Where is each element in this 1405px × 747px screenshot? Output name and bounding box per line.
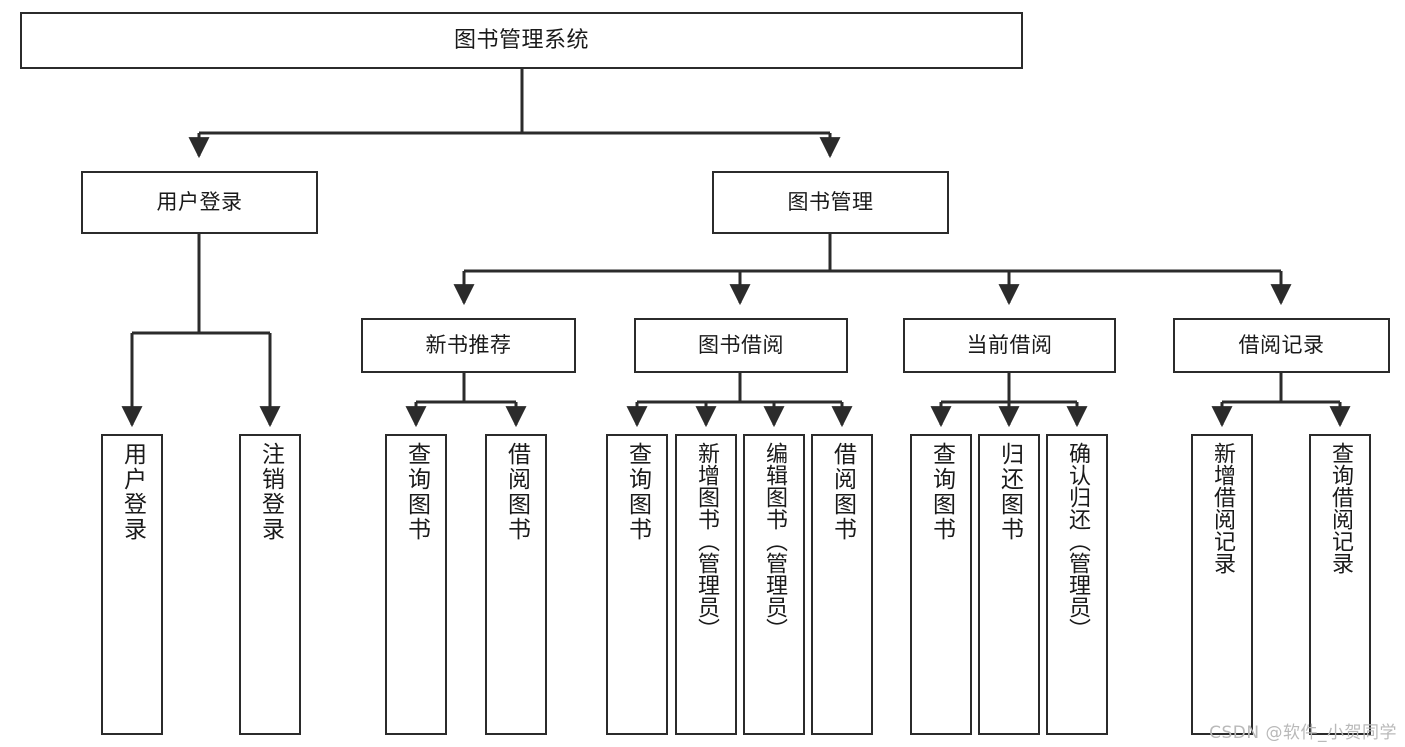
leaf-query-book-2-label: 查询图书 xyxy=(624,442,651,542)
leaf-query-book-3[interactable]: 查询图书 xyxy=(910,434,972,735)
node-new-book-recommend-label: 新书推荐 xyxy=(425,333,512,358)
leaf-query-book-1[interactable]: 查询图书 xyxy=(385,434,447,735)
leaf-confirm-return-label: 确认归还（管理员） xyxy=(1065,442,1090,640)
leaf-edit-book-label: 编辑图书（管理员） xyxy=(762,442,787,640)
node-root-label: 图书管理系统 xyxy=(453,27,589,53)
leaf-add-book-label: 新增图书（管理员） xyxy=(694,442,719,640)
node-current-borrow[interactable]: 当前借阅 xyxy=(903,318,1116,373)
node-borrow-record[interactable]: 借阅记录 xyxy=(1173,318,1390,373)
leaf-query-book-3-label: 查询图书 xyxy=(928,442,955,542)
leaf-add-record[interactable]: 新增借阅记录 xyxy=(1191,434,1253,735)
leaf-add-record-label: 新增借阅记录 xyxy=(1210,442,1235,574)
leaf-query-book-1-label: 查询图书 xyxy=(403,442,430,542)
node-user-login-label: 用户登录 xyxy=(156,190,243,215)
node-book-manage-label: 图书管理 xyxy=(787,190,874,215)
leaf-return-book[interactable]: 归还图书 xyxy=(978,434,1040,735)
node-book-manage[interactable]: 图书管理 xyxy=(712,171,949,234)
node-book-borrow[interactable]: 图书借阅 xyxy=(634,318,848,373)
leaf-query-record[interactable]: 查询借阅记录 xyxy=(1309,434,1371,735)
leaf-user-login[interactable]: 用户登录 xyxy=(101,434,163,735)
leaf-query-book-2[interactable]: 查询图书 xyxy=(606,434,668,735)
node-root[interactable]: 图书管理系统 xyxy=(20,12,1023,69)
csdn-watermark: CSDN @软件_小贺同学 xyxy=(1209,723,1397,743)
leaf-edit-book[interactable]: 编辑图书（管理员） xyxy=(743,434,805,735)
leaf-query-record-label: 查询借阅记录 xyxy=(1328,442,1353,574)
leaf-logout-login-label: 注销登录 xyxy=(257,442,284,542)
leaf-confirm-return[interactable]: 确认归还（管理员） xyxy=(1046,434,1108,735)
leaf-borrow-book-2-label: 借阅图书 xyxy=(829,442,856,542)
node-book-borrow-label: 图书借阅 xyxy=(698,333,784,358)
node-new-book-recommend[interactable]: 新书推荐 xyxy=(361,318,576,373)
leaf-add-book[interactable]: 新增图书（管理员） xyxy=(675,434,737,735)
leaf-user-login-label: 用户登录 xyxy=(119,442,146,542)
leaf-return-book-label: 归还图书 xyxy=(996,442,1023,542)
node-borrow-record-label: 借阅记录 xyxy=(1238,333,1325,358)
node-current-borrow-label: 当前借阅 xyxy=(966,333,1053,358)
node-user-login[interactable]: 用户登录 xyxy=(81,171,318,234)
leaf-logout-login[interactable]: 注销登录 xyxy=(239,434,301,735)
leaf-borrow-book-1[interactable]: 借阅图书 xyxy=(485,434,547,735)
leaf-borrow-book-1-label: 借阅图书 xyxy=(503,442,530,542)
leaf-borrow-book-2[interactable]: 借阅图书 xyxy=(811,434,873,735)
